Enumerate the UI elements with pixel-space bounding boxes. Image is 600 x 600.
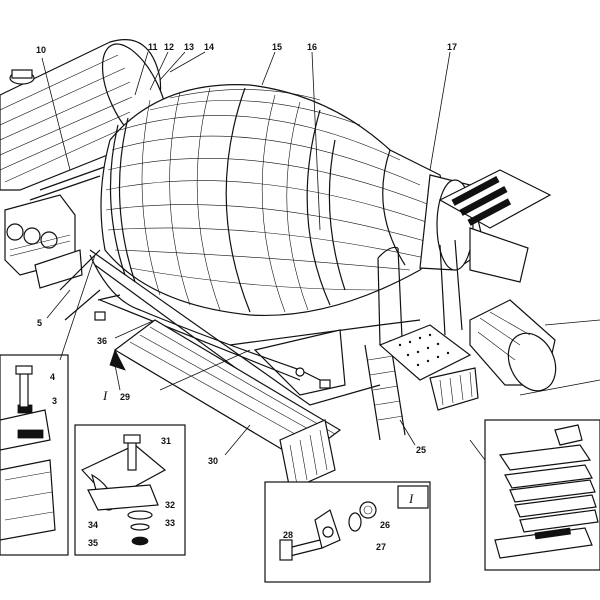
callout-10: 10 [36, 45, 46, 55]
platform [378, 324, 472, 381]
callout-29: 29 [120, 392, 130, 402]
inset-title-I: I [408, 491, 414, 506]
loading-hopper [438, 169, 552, 283]
callout-33: 33 [165, 518, 175, 528]
callout-14: 14 [204, 42, 214, 52]
callout-16: 16 [307, 42, 317, 52]
inset-bolt [264, 481, 431, 583]
callout-36: 36 [97, 336, 107, 346]
discharge-chute [469, 299, 557, 392]
callout-12: 12 [164, 42, 174, 52]
mixer-drum [100, 84, 486, 317]
callout-34: 34 [88, 520, 98, 530]
callout-27: 27 [376, 542, 386, 552]
callout-32: 32 [165, 500, 175, 510]
callout-15: 15 [272, 42, 282, 52]
inset-clamp-center [74, 424, 186, 556]
callout-26: 26 [380, 520, 390, 530]
callout-31: 31 [161, 436, 171, 446]
ladder [364, 239, 463, 441]
mudflap-rear [429, 367, 479, 411]
pump-unit [4, 164, 111, 289]
callout-25: 25 [416, 445, 426, 455]
view-marker-I: I [102, 388, 108, 403]
callout-30: 30 [208, 456, 218, 466]
leader-lines [41, 51, 600, 461]
callout-11: 11 [148, 42, 158, 52]
callout-17: 17 [447, 42, 457, 52]
callout-13: 13 [184, 42, 194, 52]
callout-labels: 10 11 12 13 14 15 16 17 5 36 I 29 30 25 … [36, 42, 457, 552]
chassis-frame [59, 249, 421, 416]
callout-3: 3 [52, 396, 57, 406]
inset-shim-stack [484, 419, 600, 571]
callout-4: 4 [50, 372, 55, 382]
hoses [89, 254, 331, 389]
callout-28: 28 [283, 530, 293, 540]
inset-clamp-left [0, 354, 69, 556]
callout-35: 35 [88, 538, 98, 548]
callout-5: 5 [37, 318, 42, 328]
walkway-plate [109, 319, 342, 491]
